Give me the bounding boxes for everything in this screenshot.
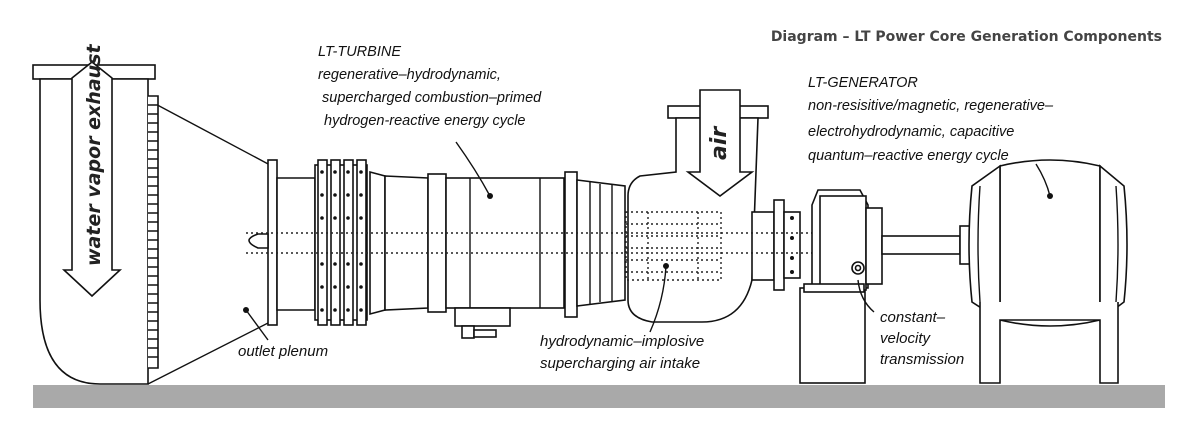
turbine-flange [564,171,578,318]
intake-label-1: hydrodynamic–implosive [540,333,704,350]
leader-intake [649,265,667,333]
ground-bar [33,385,1165,408]
flange-bolts [320,170,363,312]
outlet-flange [267,159,278,326]
turbine-drain [454,307,511,327]
air-arrow [685,89,755,197]
transmission-label-3: transmission [880,351,964,368]
generator-title: LT-GENERATOR [808,75,918,91]
coupling-plate [783,211,801,279]
air-intake: air [627,89,769,323]
generator-desc-2: electrohydrodynamic, capacitive [808,124,1014,140]
intake-core-dotted [625,211,722,281]
lt-turbine [276,159,626,339]
leader-turbine [455,141,491,197]
output-shaft [881,235,961,255]
leader-transmission [857,279,875,313]
intake-label-2: supercharging air intake [540,355,700,372]
leader-outlet-plenum [245,309,269,341]
turbine-desc-2: supercharged combustion–primed [322,90,542,106]
exhaust-arrow [61,60,123,298]
exhaust-louvers [148,104,158,358]
generator-desc-3: quantum–reactive energy cycle [808,148,1009,164]
transmission-label-1: constant– [880,309,946,326]
shaft-centerline [246,232,820,254]
outlet-plenum-label: outlet plenum [238,343,328,360]
coupling-flange [773,199,785,291]
turbine-desc-3: hydrogen-reactive energy cycle [324,113,526,129]
generator-stand [979,302,1119,384]
exhaust-label: water vapor exhaust [83,44,105,266]
generator-desc-1: non-resisitive/magnetic, regenerative– [808,98,1054,114]
shaft-housing [751,211,775,281]
air-label: air [707,126,732,160]
transmission-label-2: velocity [880,330,932,347]
turbine-desc-1: regenerative–hydrodynamic, [318,67,501,83]
constant-velocity-transmission [799,189,883,384]
turbine-title: LT-TURBINE [318,44,401,60]
exhaust-stack: water vapor exhaust [32,44,271,385]
diagram-title: Diagram – LT Power Core Generation Compo… [771,29,1162,45]
nose-cone [248,233,269,249]
lt-generator [968,159,1128,384]
